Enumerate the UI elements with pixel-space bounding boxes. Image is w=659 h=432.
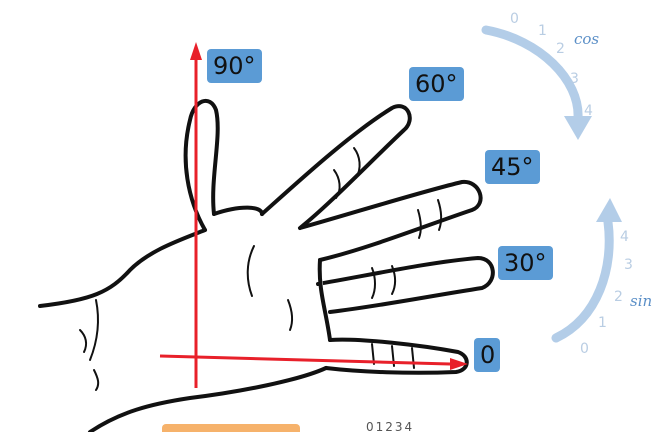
bottom-orange-tab [162,424,300,432]
palm-outline [40,208,330,432]
cos-tick-0: 0 [510,12,519,26]
angle-label-0: 0 [474,338,500,372]
sin-arrowhead [596,198,622,222]
angle-label-60: 60° [409,67,464,101]
sin-tick-1: 1 [598,316,607,330]
pinky-finger [326,340,467,373]
sin-tick-2: 2 [614,290,623,304]
cos-tick-3: 3 [570,72,579,86]
sin-tick-3: 3 [624,258,633,272]
angle-label-45: 45° [485,150,540,184]
cos-tick-4: 4 [584,104,593,118]
cos-tick-1: 1 [538,24,547,38]
bottom-partial-text: 01234 [366,420,414,432]
cos-arrowhead [564,116,592,140]
sin-tick-4: 4 [620,230,629,244]
cos-label: cos [574,32,599,47]
thumb [186,101,218,230]
sin-tick-0: 0 [580,342,589,356]
ring-finger [318,258,493,312]
angle-label-90: 90° [207,49,262,83]
angle-label-30: 30° [498,246,553,280]
sin-label: sin [630,294,652,309]
cos-tick-2: 2 [556,42,565,56]
